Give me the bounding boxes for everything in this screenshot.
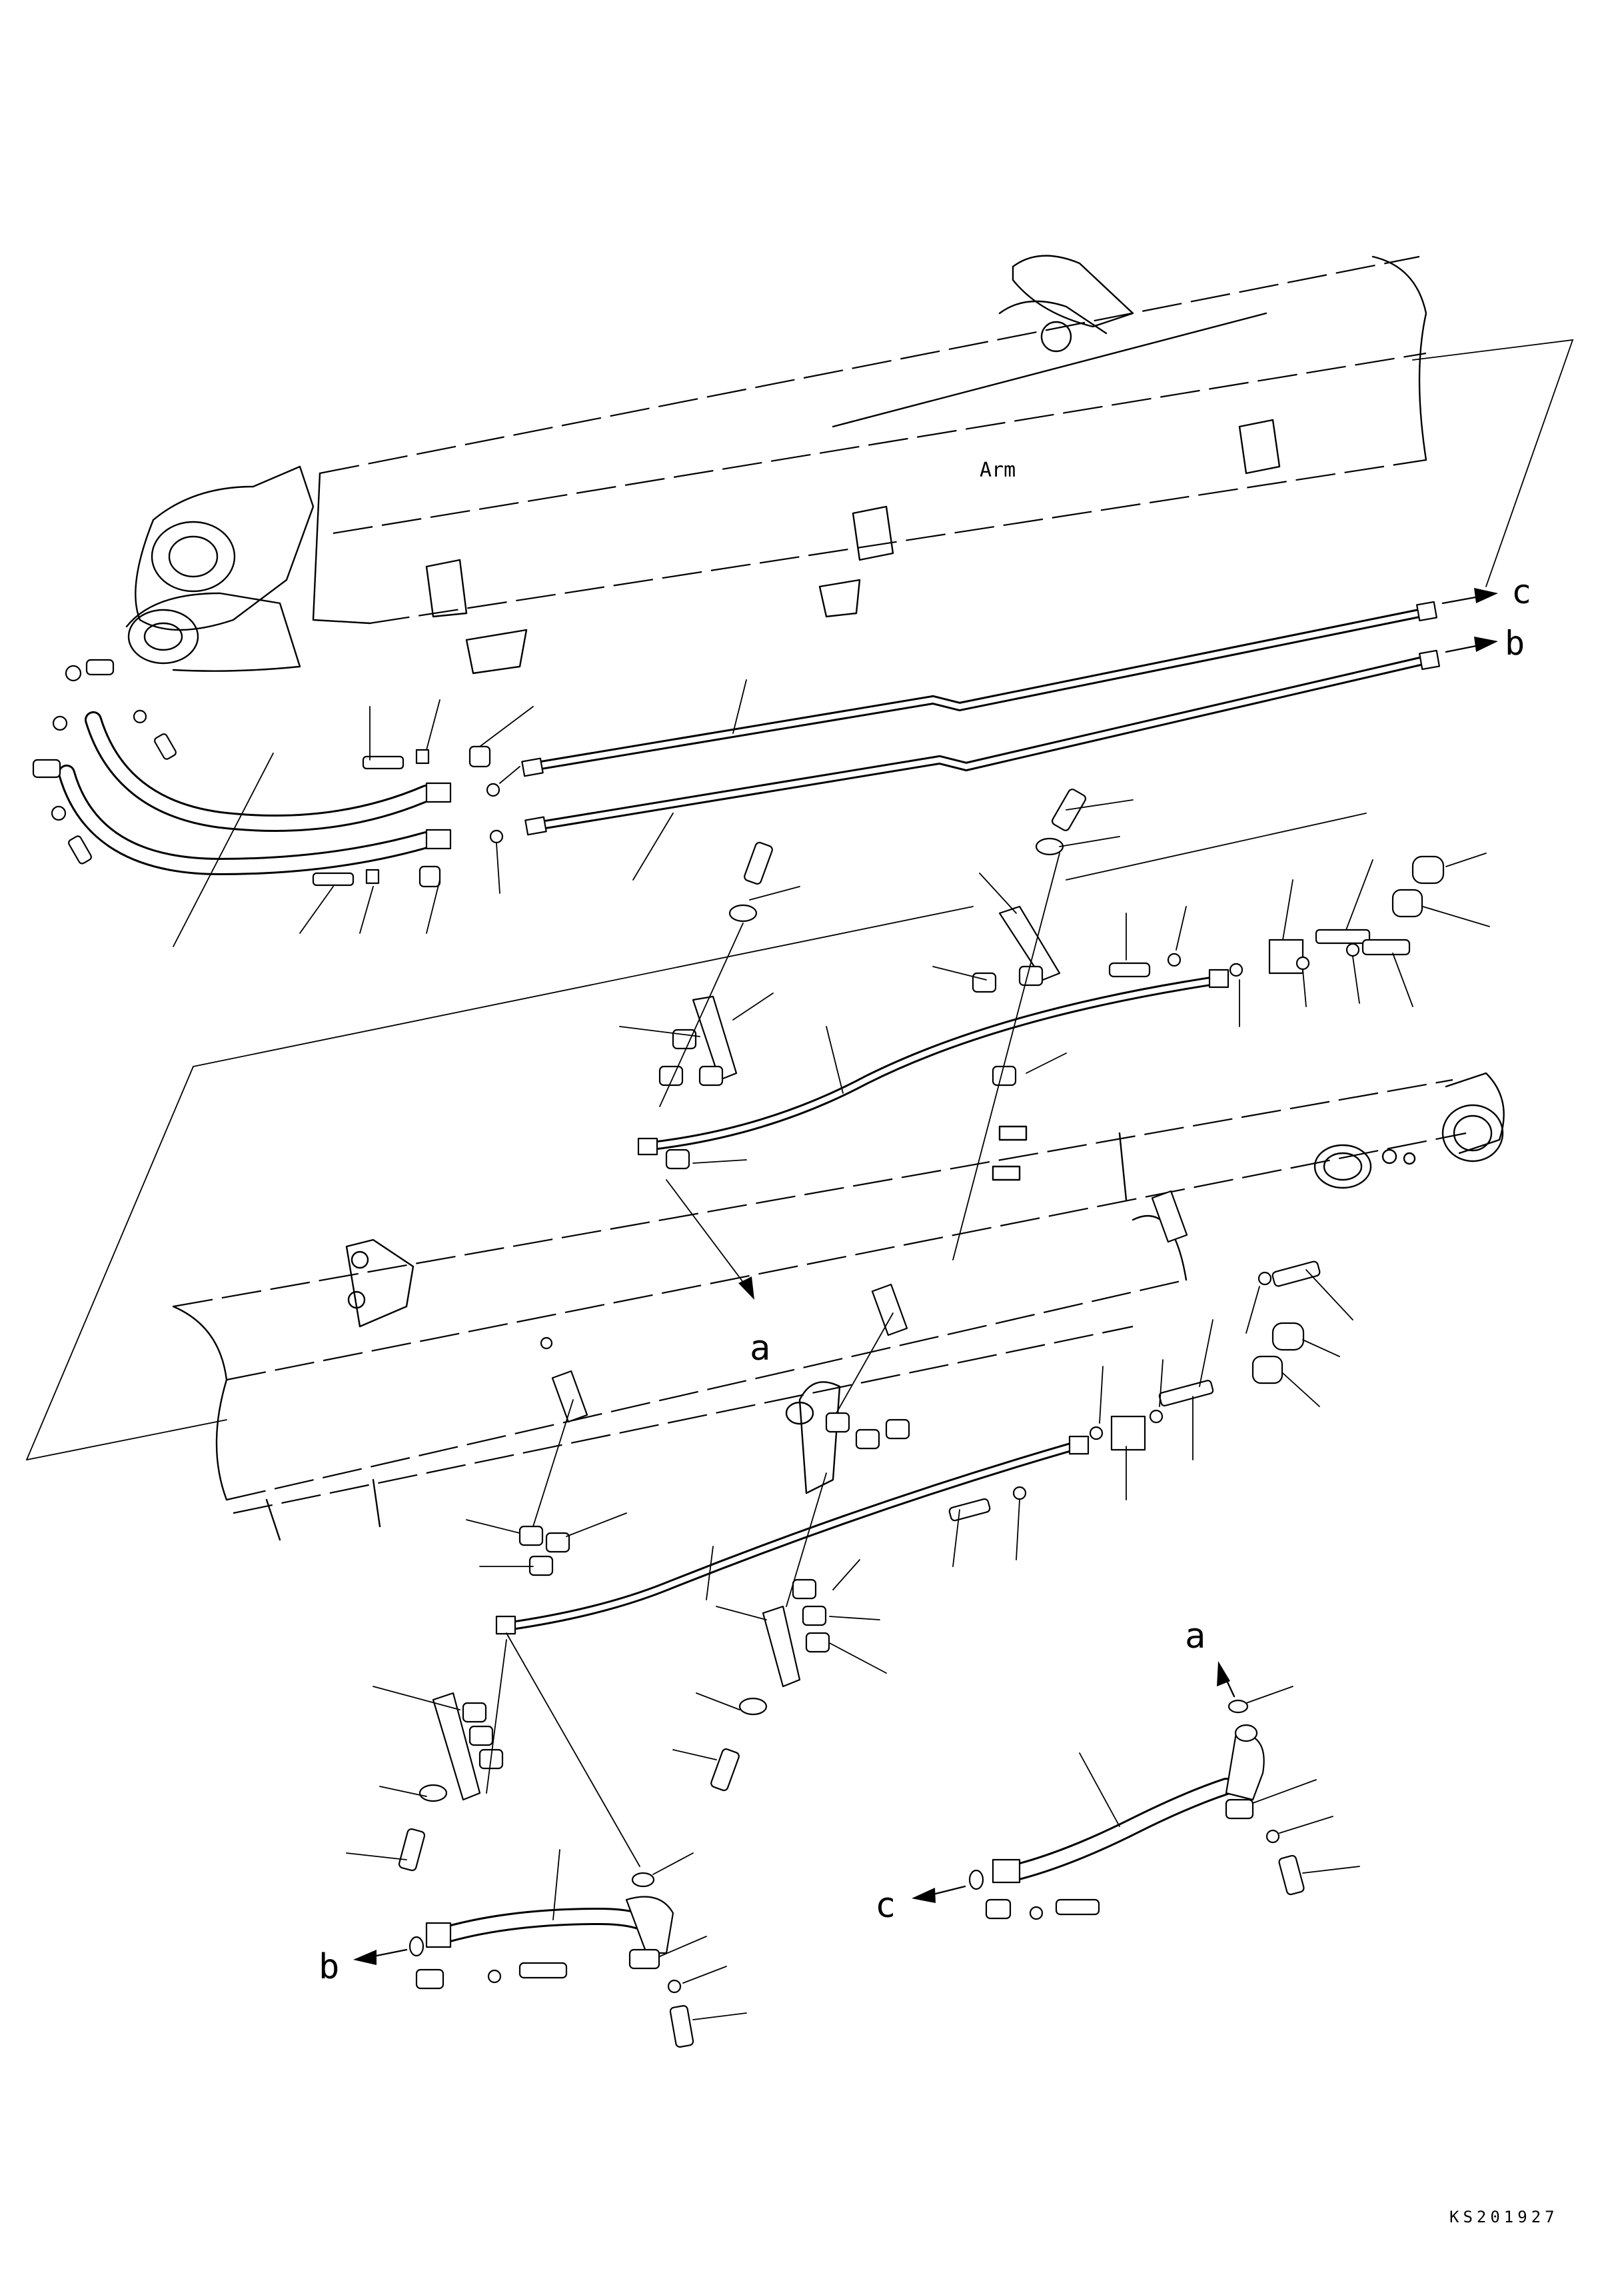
upper-hoses: [58, 711, 452, 876]
arm-label: Arm: [980, 459, 1016, 482]
ref-b-top-label: b: [1505, 624, 1525, 663]
upper-arm-body: [125, 255, 1574, 675]
ref-b-top: b: [1445, 624, 1525, 663]
ref-c-bottom-label: c: [875, 1886, 896, 1926]
ref-a-middle-label: a: [750, 1328, 770, 1368]
ref-b-bottom-label: b: [319, 1947, 339, 1987]
ref-c-top: c: [1441, 573, 1531, 611]
lower-pipe: [346, 1260, 1353, 1872]
upper-pipes: [521, 601, 1440, 836]
ref-c-top-label: c: [1511, 573, 1531, 611]
drawing-code: KS201927: [1449, 2208, 1559, 2226]
hose-assembly-c: c a: [875, 1616, 1360, 1926]
upper-left-small-parts: [32, 659, 747, 947]
ref-a-bottom-label: a: [1185, 1616, 1206, 1656]
middle-pipe: [619, 789, 1490, 1300]
lower-plane-frame: [26, 813, 1367, 1460]
lower-arm-body: [172, 1072, 1505, 1541]
hose-assembly-b: b: [319, 1849, 747, 2048]
